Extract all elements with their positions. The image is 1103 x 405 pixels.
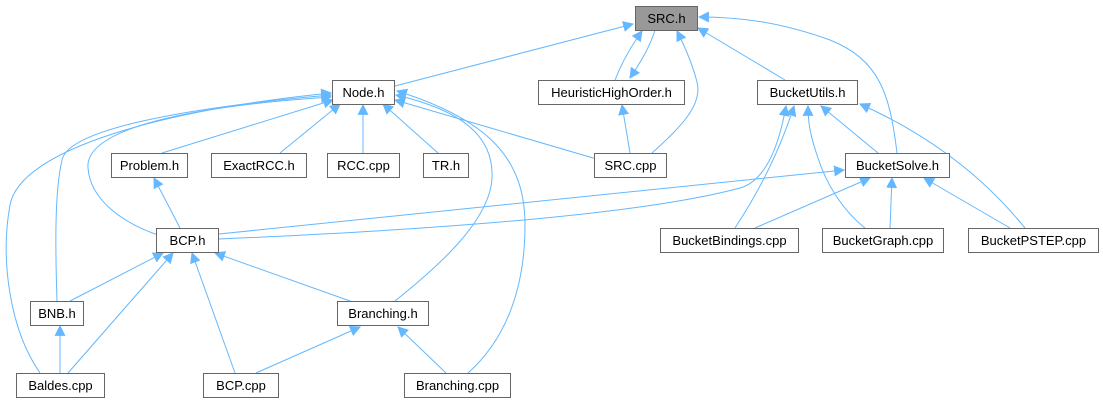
node-label: BucketBindings.cpp: [672, 233, 786, 248]
node-box: [635, 6, 698, 31]
node-box: [327, 153, 400, 178]
node-branching-cpp[interactable]: Branching.cpp: [404, 373, 511, 398]
edge-bcp-h-to-bucketsolve-h: [218, 165, 846, 235]
node-node-h[interactable]: Node.h: [332, 80, 395, 105]
node-box: [538, 80, 685, 105]
node-label: Baldes.cpp: [28, 378, 92, 393]
edge-src-h-to-heuristic-h: [629, 29, 656, 79]
node-box: [822, 228, 944, 253]
node-src-h[interactable]: SRC.h: [635, 6, 698, 31]
edge-tr-h-to-node-h: [382, 103, 439, 154]
edge-bucketpstep-cpp-to-bucketsolve-h: [923, 177, 1011, 229]
edge-branching-cpp-to-node-h: [395, 88, 526, 374]
edge-baldes-cpp-to-node-h: [5, 88, 333, 374]
node-label: SRC.h: [647, 11, 685, 26]
node-src-cpp[interactable]: SRC.cpp: [594, 153, 667, 178]
node-bcp-h[interactable]: BCP.h: [156, 228, 219, 253]
node-bnb-h[interactable]: BNB.h: [30, 301, 84, 326]
node-box: [30, 301, 84, 326]
node-box: [757, 80, 858, 105]
edge-bcp-h-to-problem-h: [153, 177, 181, 229]
node-box: [968, 228, 1099, 253]
edge-src-cpp-to-src-h: [651, 30, 699, 154]
node-box: [332, 80, 395, 105]
node-rcc-cpp[interactable]: RCC.cpp: [327, 153, 400, 178]
edge-problem-h-to-node-h: [161, 97, 335, 154]
node-bucketbindings-cpp[interactable]: BucketBindings.cpp: [660, 228, 799, 253]
node-bucketutils-h[interactable]: BucketUtils.h: [757, 80, 858, 105]
edge-branching-h-to-node-h: [394, 91, 493, 302]
node-label: RCC.cpp: [337, 158, 390, 173]
edges-layer: [5, 11, 1026, 374]
edge-bucketutils-h-to-src-h: [697, 27, 786, 81]
node-exactrcc-h[interactable]: ExactRCC.h: [211, 153, 307, 178]
node-label: BucketPSTEP.cpp: [981, 233, 1086, 248]
edge-src-cpp-to-heuristic-h: [618, 103, 631, 154]
edge-bcp-cpp-to-branching-h: [255, 325, 362, 374]
node-bucketgraph-cpp[interactable]: BucketGraph.cpp: [822, 228, 944, 253]
edge-src-cpp-to-node-h: [393, 97, 601, 161]
node-label: BCP.cpp: [216, 378, 266, 393]
node-box: [111, 153, 188, 178]
node-box: [423, 153, 469, 178]
node-label: TR.h: [432, 158, 460, 173]
node-tr-h[interactable]: TR.h: [423, 153, 469, 178]
edge-bcp-h-to-bucketutils-h: [218, 104, 790, 240]
edge-bucketsolve-h-to-src-h: [697, 11, 898, 154]
node-label: Branching.h: [348, 306, 417, 321]
edge-bucketbindings-cpp-to-bucketsolve-h: [754, 176, 872, 229]
node-label: BucketSolve.h: [856, 158, 939, 173]
node-box: [203, 373, 279, 398]
node-label: Branching.cpp: [416, 378, 499, 393]
edge-bucketsolve-h-to-bucketutils-h: [820, 105, 879, 154]
node-box: [211, 153, 307, 178]
node-label: BNB.h: [38, 306, 76, 321]
edge-bucketpstep-cpp-to-bucketutils-h: [858, 103, 1026, 229]
node-box: [404, 373, 511, 398]
node-box: [337, 301, 429, 326]
edge-bucketbindings-cpp-to-bucketutils-h: [734, 104, 797, 229]
node-problem-h[interactable]: Problem.h: [111, 153, 188, 178]
edge-exactrcc-h-to-node-h: [279, 103, 341, 154]
edge-bnb-h-to-node-h: [55, 90, 333, 302]
node-label: ExactRCC.h: [223, 158, 295, 173]
edge-node-h-to-src-h: [394, 21, 635, 87]
node-bucketpstep-cpp[interactable]: BucketPSTEP.cpp: [968, 228, 1099, 253]
edge-bucketgraph-cpp-to-bucketutils-h: [802, 104, 866, 229]
node-box: [156, 228, 219, 253]
edge-baldes-cpp-to-bcp-h: [67, 252, 174, 374]
node-box: [594, 153, 667, 178]
edge-branching-cpp-to-branching-h: [397, 326, 447, 374]
node-box: [660, 228, 799, 253]
node-heuristic-h[interactable]: HeuristicHighOrder.h: [538, 80, 685, 105]
node-box: [16, 373, 105, 398]
node-baldes-cpp[interactable]: Baldes.cpp: [16, 373, 105, 398]
node-label: BucketUtils.h: [770, 85, 846, 100]
edge-heuristic-h-to-src-h: [614, 30, 643, 81]
node-label: Problem.h: [120, 158, 179, 173]
node-bcp-cpp[interactable]: BCP.cpp: [203, 373, 279, 398]
node-bucketsolve-h[interactable]: BucketSolve.h: [845, 153, 950, 178]
node-box: [845, 153, 950, 178]
edge-branching-h-to-bcp-h: [213, 251, 351, 302]
node-label: HeuristicHighOrder.h: [551, 85, 672, 100]
node-label: Node.h: [343, 85, 385, 100]
node-label: BucketGraph.cpp: [833, 233, 933, 248]
edge-bnb-h-to-bcp-h: [69, 252, 164, 302]
node-label: SRC.cpp: [604, 158, 656, 173]
edge-bucketgraph-cpp-to-bucketsolve-h: [886, 176, 898, 229]
node-branching-h[interactable]: Branching.h: [337, 301, 429, 326]
node-label: BCP.h: [170, 233, 206, 248]
edge-bcp-cpp-to-bcp-h: [190, 251, 236, 374]
